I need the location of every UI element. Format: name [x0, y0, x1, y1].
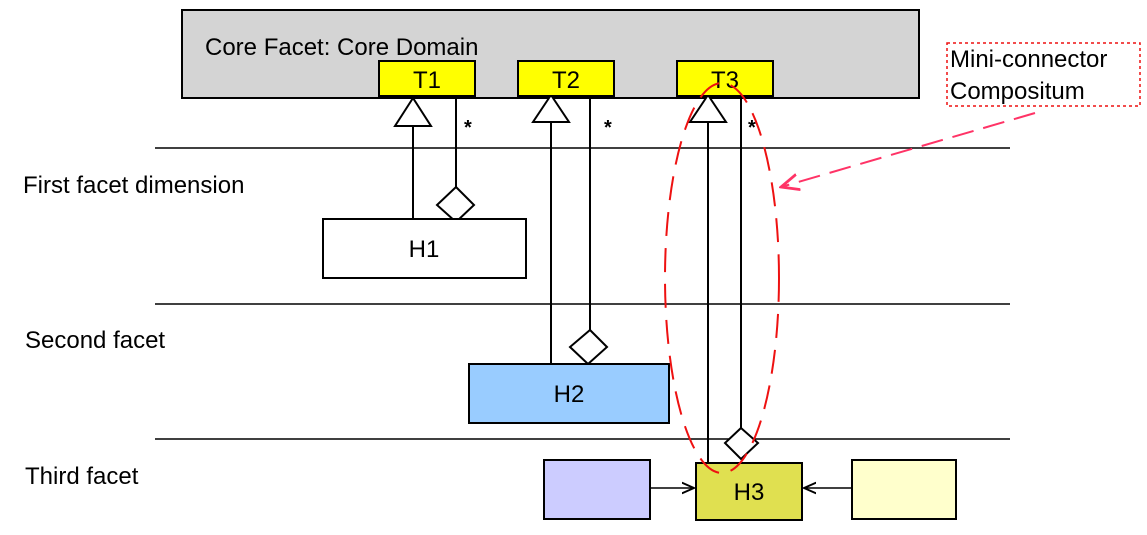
type-label-t3: T3 [711, 67, 739, 94]
facet-label-first: First facet dimension [23, 172, 244, 199]
callout-box [946, 42, 1141, 107]
callout-line-2: Compositum [950, 78, 1085, 105]
multiplicity-t2: * [604, 117, 612, 139]
aggregation-diamond-h1 [435, 185, 476, 224]
type-label-t2: T2 [552, 67, 580, 94]
aggregation-diamond-h2 [568, 328, 609, 366]
facet-label-third: Third facet [25, 463, 139, 490]
callout-line-1: Mini-connector [950, 46, 1107, 73]
multiplicity-t1: * [464, 117, 472, 139]
host-label-h1: H1 [409, 236, 440, 263]
multiplicity-t3: * [748, 117, 756, 139]
type-box-t2 [517, 60, 615, 97]
host-label-h2: H2 [554, 381, 585, 408]
host-box-h2 [468, 363, 670, 424]
generalization-triangle-t3 [688, 93, 728, 123]
host-box-h1 [322, 218, 527, 279]
right-neighbor-box [851, 459, 957, 520]
type-box-t3 [676, 60, 774, 97]
callout-pointer-arrow [781, 112, 1036, 187]
mini-connector-highlight [664, 82, 780, 474]
generalization-triangle-t1 [393, 96, 433, 127]
host-label-h3: H3 [734, 479, 765, 506]
generalization-triangle-t2 [531, 93, 571, 123]
core-facet-title: Core Facet: Core Domain [205, 34, 478, 61]
type-label-t1: T1 [413, 67, 441, 94]
host-box-h3 [695, 462, 803, 521]
facet-label-second: Second facet [25, 327, 165, 354]
type-box-t1 [378, 60, 476, 97]
aggregation-diamond-h3 [723, 426, 760, 461]
left-neighbor-box [543, 459, 651, 520]
